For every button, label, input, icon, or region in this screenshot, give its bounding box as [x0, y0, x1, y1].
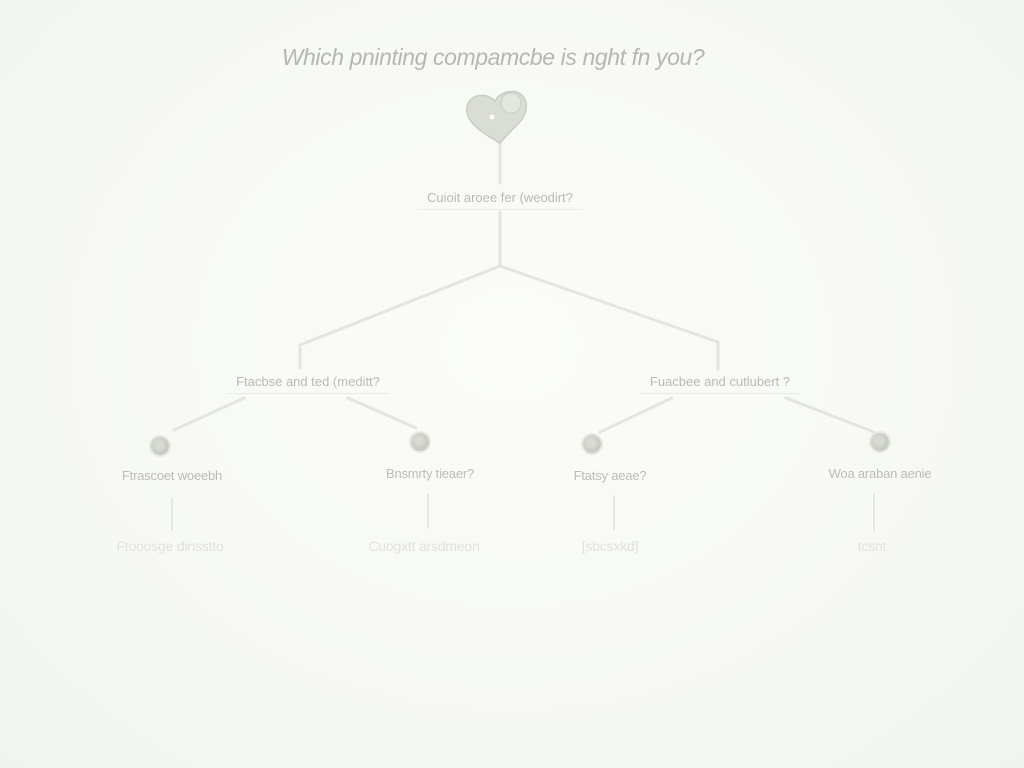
leaf-label-2: Bnsmrty tieaer? [385, 466, 475, 481]
leaf-result-1: Ftooosge dinsstto [116, 538, 224, 554]
left-right-line [346, 396, 418, 430]
heart-balloon-icon [466, 90, 527, 144]
branch-question-right: Fuacbee and cutlubert ? [639, 370, 801, 394]
diagram-title: Which pninting compamcbe is nght fn you? [281, 44, 705, 70]
right-left-line [598, 396, 674, 434]
leaf-label-1: Ftrascoet woeebh [121, 468, 223, 483]
left-branch-line [298, 264, 502, 370]
leaf-label-3: Ftatsy aeae? [573, 468, 647, 483]
root-question: Cuioit aroee fer (weodirt? [417, 186, 583, 210]
leaf-result-4: tcsnt [857, 538, 887, 554]
right-branch-line [498, 264, 720, 372]
leaf-3-circle-icon [583, 435, 601, 453]
right-right-line [784, 396, 876, 434]
leaf-result-3: [sbcsxkd] [581, 538, 639, 554]
left-left-line [172, 396, 246, 432]
leaf-label-4: Woa araban aenie [828, 466, 932, 481]
leaf-4-circle-icon [871, 433, 889, 451]
branch-question-left: Ftacbse and ted (meditt? [226, 370, 390, 394]
leaf-result-2: Cuogxtt arsdmeon [368, 538, 480, 554]
leaf-2-circle-icon [411, 433, 429, 451]
leaf-1-circle-icon [151, 437, 169, 455]
